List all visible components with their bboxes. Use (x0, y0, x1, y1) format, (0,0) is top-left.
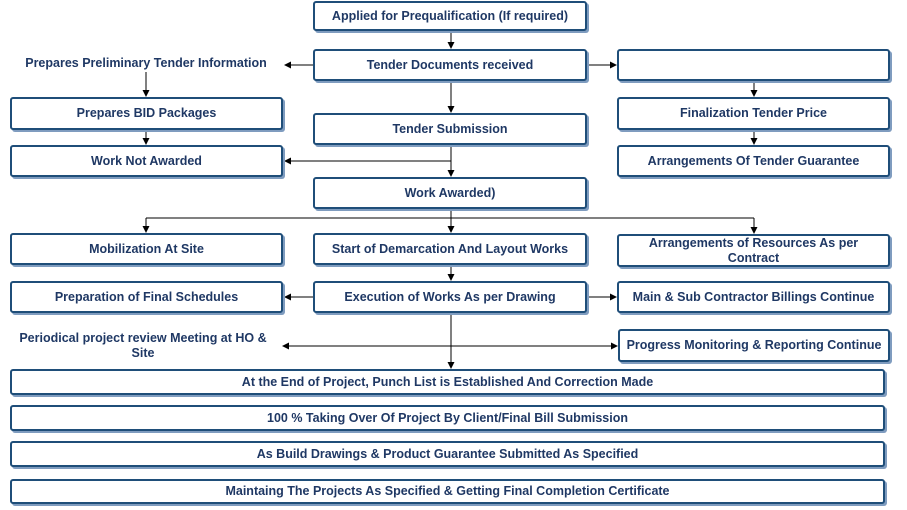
review-meeting-label: Periodical project review Meeting at HO … (19, 331, 267, 360)
prequalification-box: Applied for Prequalification (If require… (313, 1, 587, 31)
maintaining-box: Maintaing The Projects As Specified & Ge… (10, 479, 885, 504)
blank-box (617, 49, 890, 81)
as-build-box: As Build Drawings & Product Guarantee Su… (10, 441, 885, 467)
tender-guarantee-box: Arrangements Of Tender Guarantee (617, 145, 890, 177)
execution-box: Execution of Works As per Drawing (313, 281, 587, 313)
work-awarded-box: Work Awarded) (313, 177, 587, 209)
punch-list-box: At the End of Project, Punch List is Est… (10, 369, 885, 395)
taking-over-box: 100 % Taking Over Of Project By Client/F… (10, 405, 885, 431)
work-not-awarded-box: Work Not Awarded (10, 145, 283, 177)
preliminary-info-label: Prepares Preliminary Tender Information (25, 56, 267, 70)
finalization-price-box: Finalization Tender Price (617, 97, 890, 130)
mobilization-box: Mobilization At Site (10, 233, 283, 265)
tender-documents-box: Tender Documents received (313, 49, 587, 81)
final-schedules-box: Preparation of Final Schedules (10, 281, 283, 313)
bid-packages-box: Prepares BID Packages (10, 97, 283, 130)
demarcation-box: Start of Demarcation And Layout Works (313, 233, 587, 265)
resources-box: Arrangements of Resources As per Contrac… (617, 234, 890, 267)
tender-submission-box: Tender Submission (313, 113, 587, 145)
progress-monitoring-box: Progress Monitoring & Reporting Continue (618, 329, 890, 362)
billings-box: Main & Sub Contractor Billings Continue (617, 281, 890, 313)
